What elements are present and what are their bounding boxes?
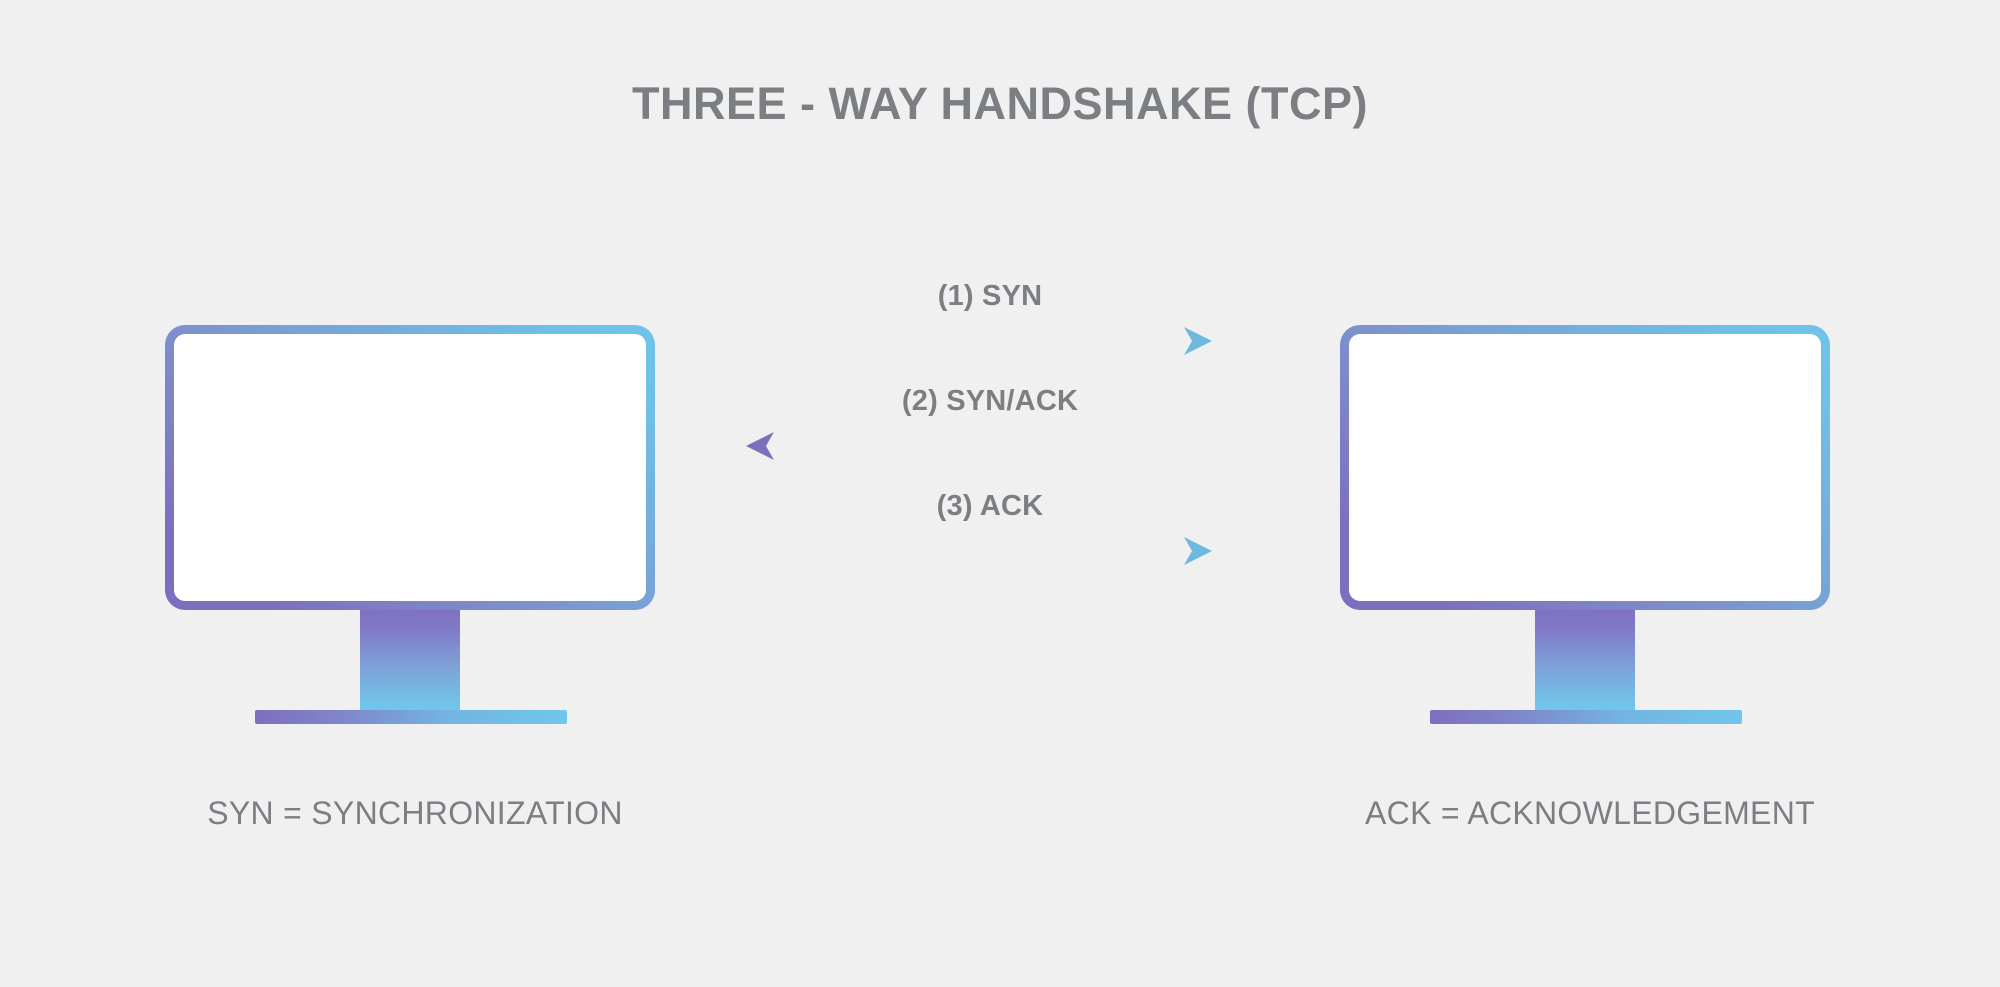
- monitor-stand-base-server: [1430, 710, 1742, 724]
- page-title: THREE - WAY HANDSHAKE (TCP): [631, 78, 1369, 129]
- monitor-stand-base-client: [255, 710, 567, 724]
- message-step-1: (1) SYN: [740, 280, 1240, 380]
- monitor-stand-neck-server: [1535, 610, 1635, 710]
- monitor-server: [1340, 325, 1840, 724]
- arrow-right-icon-1: [740, 327, 1212, 355]
- caption-client: SYN = SYNCHRONIZATION: [207, 795, 623, 831]
- caption-server: ACK = ACKNOWLEDGEMENT: [1365, 795, 1815, 831]
- message-label-2: (2) SYN/ACK: [901, 385, 1079, 417]
- handshake-sequence: (1) SYN (2) SYN/ACK: [740, 280, 1240, 610]
- monitor-screen-client: [165, 325, 655, 610]
- arrow-right-icon-3: [740, 537, 1212, 565]
- message-step-2: (2) SYN/ACK: [740, 385, 1240, 485]
- message-label-1: (1) SYN: [937, 280, 1043, 312]
- monitor-stand-neck-client: [360, 610, 460, 710]
- arrow-left-icon-2: [746, 432, 1240, 460]
- monitor-screen-server: [1340, 325, 1830, 610]
- message-step-3: (3) ACK: [740, 490, 1240, 590]
- monitor-client: [165, 325, 665, 724]
- message-label-3: (3) ACK: [936, 490, 1044, 522]
